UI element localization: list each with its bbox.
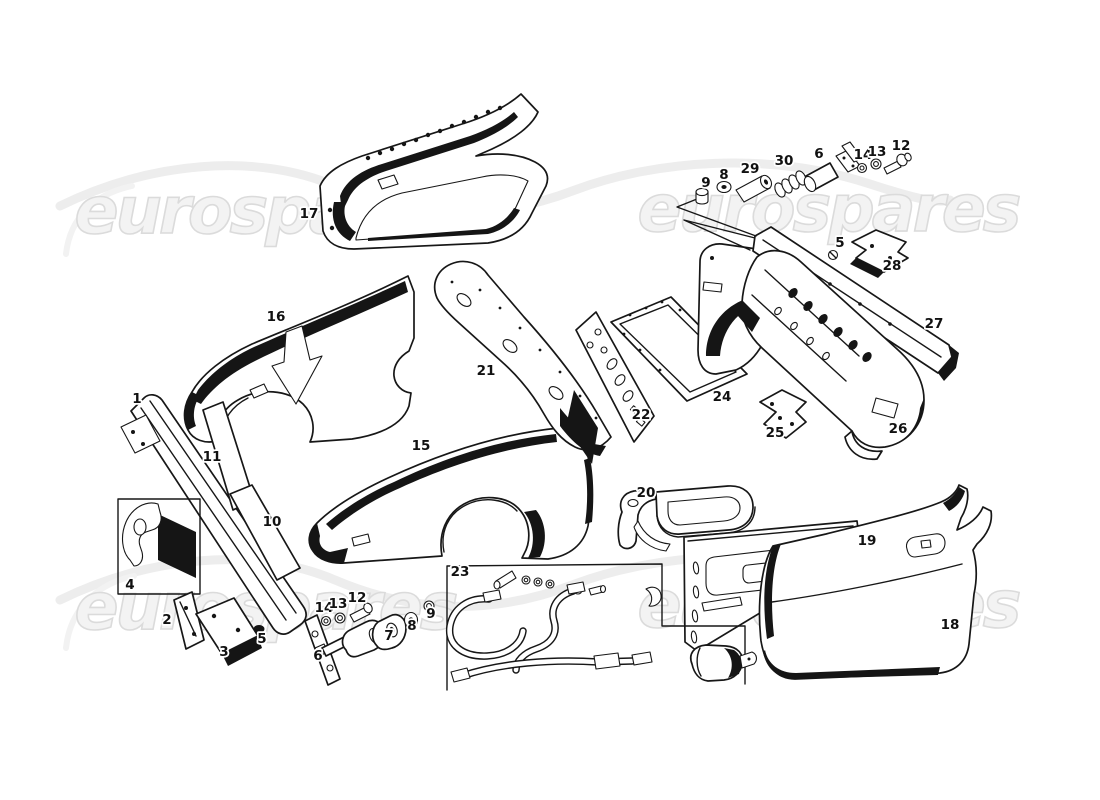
callout-part-6: 6	[313, 648, 322, 664]
callout-part-24: 24	[713, 389, 732, 405]
rubber-buffer-block	[689, 644, 757, 682]
callout-labels: 1 17 16 11 10 4 2 3 5 6 14 13 12 7 8 9 1…	[124, 136, 962, 666]
part-16-front-fender-left	[183, 275, 415, 443]
callout-part-20: 20	[637, 485, 656, 501]
part-25-bracket	[759, 389, 807, 439]
callout-part-27: 27	[925, 316, 944, 332]
part-9-nut	[695, 187, 709, 205]
seat-belt-straps	[445, 581, 653, 683]
callout-part-19: 19	[858, 533, 877, 549]
part-5-screw	[827, 249, 839, 261]
part-9-nut	[423, 600, 435, 612]
upper-fastener-row	[676, 141, 912, 237]
part-5-clip	[253, 625, 265, 633]
callout-part-30: 30	[775, 153, 794, 169]
callout-part-25: 25	[766, 425, 785, 441]
callout-part-10: 10	[263, 514, 282, 530]
door-rivet-holes	[327, 105, 503, 231]
callout-part-13: 13	[329, 596, 348, 612]
callout-part-8: 8	[407, 618, 416, 634]
lower-fastener-row	[320, 600, 435, 651]
callout-part-14: 14	[315, 600, 334, 616]
callout-part-16: 16	[267, 309, 286, 325]
part-6-bolt-with-plate	[803, 141, 863, 193]
watermark-text: eurospares	[638, 172, 1020, 247]
callout-part-15: 15	[412, 438, 431, 454]
part-2-bracket	[173, 591, 205, 650]
part-4-rubber-profile-box	[117, 498, 201, 595]
callout-part-3: 3	[219, 644, 228, 660]
callout-part-18: 18	[941, 617, 960, 633]
part-8-washer	[403, 611, 419, 629]
part-12-bolt	[883, 152, 912, 175]
callout-part-2: 2	[162, 612, 171, 628]
callout-part-13b: 13	[868, 144, 887, 160]
part-12-bolt	[349, 602, 373, 623]
callout-part-5: 5	[257, 631, 266, 647]
leader-line	[676, 196, 757, 237]
part-15-front-fender-right	[308, 427, 594, 564]
callout-part-6b: 6	[814, 146, 823, 162]
part-17-door-frame	[319, 93, 549, 250]
part-22-inner-plate	[566, 311, 655, 464]
part-23-seat-belt-box	[445, 563, 757, 691]
callout-part-14b: 14	[854, 147, 873, 163]
callout-part-26: 26	[889, 421, 908, 437]
callout-part-8b: 8	[719, 167, 728, 183]
callout-part-7: 7	[384, 628, 393, 644]
part-3-bracket	[195, 597, 262, 666]
callout-part-17: 17	[300, 206, 319, 222]
callout-part-4: 4	[125, 577, 134, 593]
callout-part-21: 21	[477, 363, 496, 379]
callout-part-11: 11	[203, 449, 222, 465]
part-7-spacer-bushing	[371, 613, 407, 651]
callout-part-29: 29	[741, 161, 760, 177]
part-1-front-bumper-bar	[120, 394, 307, 635]
part-30-corrugated-bushing	[774, 170, 807, 198]
rear-panel-assembly	[683, 219, 959, 461]
bumper-bracket	[120, 414, 161, 454]
callout-part-5b: 5	[835, 235, 844, 251]
part-28-corner-bracket	[850, 229, 909, 278]
seat-belt-hardware	[493, 570, 662, 607]
part-6-mount-bracket-bolt	[304, 614, 386, 686]
part-13-nut	[870, 158, 882, 170]
part-10-grille-mesh	[229, 484, 301, 581]
callout-part-12b: 12	[892, 138, 911, 154]
callout-part-1: 1	[132, 391, 141, 407]
callout-part-12: 12	[348, 590, 367, 606]
part-26-rear-bumper	[738, 249, 925, 461]
part-18-door-skin	[758, 484, 993, 680]
part-8-washer	[716, 180, 732, 194]
callout-part-28: 28	[883, 258, 902, 274]
part-14-washer	[856, 162, 868, 174]
callout-part-22: 22	[632, 407, 651, 423]
callout-part-9: 9	[426, 606, 435, 622]
callout-part-23: 23	[451, 564, 470, 580]
callout-part-9b: 9	[701, 175, 710, 191]
part-20-door-handle	[617, 485, 756, 552]
part-29-bushing-sleeve	[735, 174, 773, 203]
